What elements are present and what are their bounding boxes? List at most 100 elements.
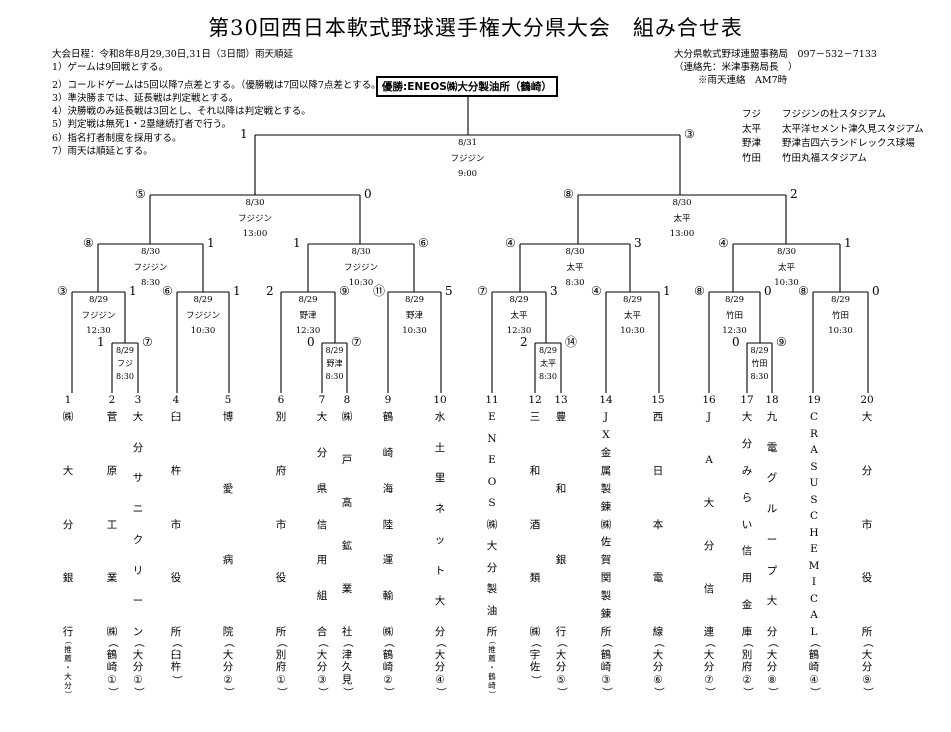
team-number: 11 xyxy=(485,394,499,406)
quarterfinal-score-left: ⑧ xyxy=(83,236,94,250)
round2-score-left: 2 xyxy=(266,284,274,298)
round2-score-left: ⑦ xyxy=(477,284,488,298)
team-number: 1 xyxy=(64,394,72,406)
team-number: 6 xyxy=(277,394,285,406)
match-time: 10:30 xyxy=(402,326,427,336)
venue-legend: フジフジジンの杜スタジアム 太平太平洋セメント津久見スタジアム 野津野津吉四六ラ… xyxy=(742,108,924,166)
team-number: 16 xyxy=(702,394,716,406)
match-venue: フジジン xyxy=(133,262,168,273)
venue-name: 太平洋セメント津久見スタジアム xyxy=(782,123,924,135)
round2-score-right: ⑨ xyxy=(339,284,350,298)
match-time: 8:30 xyxy=(750,372,769,381)
match-time: 13:00 xyxy=(669,229,695,239)
match-date: 8/30 xyxy=(351,247,371,257)
venue-abbr: 太平 xyxy=(742,123,762,135)
quarterfinal-score-right: ⑥ xyxy=(418,236,429,250)
venue-name: 野津吉四六ランドレックス球場 xyxy=(782,138,915,149)
match-venue: フジジン xyxy=(185,310,220,321)
match-date: 8/29 xyxy=(298,295,318,305)
match-time: 10:30 xyxy=(190,326,216,336)
match-time: 9:00 xyxy=(457,169,478,179)
semifinal-score-left: ⑧ xyxy=(563,187,574,201)
match-time: 10:30 xyxy=(828,326,853,336)
match-time: 10:30 xyxy=(620,326,645,336)
team-name: 大分県信用組合 xyxy=(316,411,328,638)
team-name: 西日本電線 xyxy=(652,411,664,638)
team-number: 14 xyxy=(599,394,613,406)
round1-score-right: ⑦ xyxy=(142,335,153,349)
team-name: 臼杵市役所 xyxy=(170,411,182,638)
team-district: （推薦・大分） xyxy=(63,636,73,699)
match-venue: フジジン xyxy=(343,262,378,273)
round2-score-right: 0 xyxy=(872,284,880,298)
match-date: 8/29 xyxy=(325,346,344,355)
venue-abbr: 野津 xyxy=(742,138,762,149)
match-date: 8/31 xyxy=(457,138,478,148)
round2-score-left: ③ xyxy=(57,284,68,298)
match-time: 8:30 xyxy=(539,372,557,381)
round2-score-left: ⑧ xyxy=(694,284,705,298)
team-name: ㈱戸髙鉱業社 xyxy=(341,411,353,638)
round1-score-right: ⑨ xyxy=(776,335,787,349)
round2-score-right: 5 xyxy=(445,284,453,298)
team-district: （宇佐） xyxy=(529,637,542,685)
match-date: 8/29 xyxy=(88,295,109,305)
note-line: 5）判定戦は無死1・2塁継続打者で行う。 xyxy=(52,119,232,131)
match-time: 12:30 xyxy=(722,326,747,336)
match-venue: 竹田 xyxy=(751,359,768,368)
team-name: ㈱大分銀行 xyxy=(62,411,74,638)
team-number: 3 xyxy=(134,394,142,406)
team-number: 18 xyxy=(765,394,779,406)
match-venue: 竹田 xyxy=(725,310,743,321)
round2-score-right: 1 xyxy=(663,284,671,298)
team-number: 17 xyxy=(740,394,754,406)
team-name: 三和酒類㈱ xyxy=(529,411,541,638)
note-line: 1）ゲームは9回戦とする。 xyxy=(52,62,169,74)
round1-score-right: ⑭ xyxy=(565,335,578,349)
semifinal-score-left: ⑤ xyxy=(135,187,146,201)
match-venue: 野津 xyxy=(299,310,317,321)
venue-legend-row: 野津 野津吉四六ランドレックス球場 xyxy=(742,137,924,152)
venue-name: フジジンの杜スタジアム xyxy=(782,109,886,120)
team-number: 5 xyxy=(224,394,232,406)
match-time: 13:00 xyxy=(242,229,268,239)
team-district: （推薦・鶴崎） xyxy=(487,636,497,699)
team-district: （臼杵） xyxy=(170,637,183,685)
match-date: 8/29 xyxy=(724,295,745,305)
quarterfinal-score-left: 1 xyxy=(293,236,301,250)
contact-info: 大分県軟式野球連盟事務局 097－532－7133 （連絡先：米津事務局長 ） … xyxy=(674,48,877,87)
team-name: 大分サニクリーン xyxy=(132,411,144,638)
round1-score-left: 0 xyxy=(307,335,315,349)
match-time: 8:30 xyxy=(325,372,344,381)
note-line: 7）雨天は順延とする。 xyxy=(52,145,153,157)
match-venue: 太平 xyxy=(623,310,641,321)
final-score-right: ③ xyxy=(684,127,695,141)
round2-score-left: ⑥ xyxy=(162,284,173,298)
page-title: 第30回西日本軟式野球選手権大分県大会 組み合せ表 xyxy=(208,16,743,40)
contact-office: 大分県軟式野球連盟事務局 097－532－7133 xyxy=(674,49,877,60)
note-line: 2）コールドゲームは5回以降7点差とする。（優勝戦は7回以降7点差とする。） xyxy=(52,80,386,92)
